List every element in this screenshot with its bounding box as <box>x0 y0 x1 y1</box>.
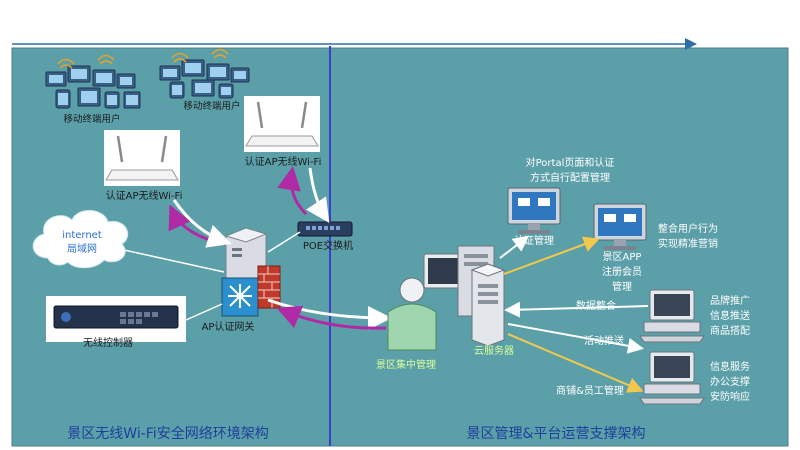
mobile-users-label-2: 移动终端用户 <box>183 100 240 112</box>
mgmt-to-gateway-arrow <box>276 305 387 330</box>
gateway-switch-link <box>267 231 301 253</box>
wifi-router-icon <box>104 130 180 186</box>
mobile-users-label-1: 移动终端用户 <box>63 113 120 125</box>
info-line3: 安防响应 <box>710 390 750 403</box>
wifi-to-switch-arrow <box>306 167 330 223</box>
internet-label: internet <box>62 230 102 241</box>
server-to-app-arrow <box>503 236 600 275</box>
app-label-line2: 注册会员 <box>602 265 642 278</box>
info-line2: 办公支撑 <box>710 375 750 388</box>
server-to-auth-arrow <box>499 235 530 259</box>
desktop-computer-icon <box>639 351 705 405</box>
mobile-devices-icon <box>45 54 141 109</box>
data-integration-label: 数据整合 <box>576 299 616 312</box>
left-footer-title: 景区无线Wi-Fi安全网络环境架构 <box>67 425 268 442</box>
behavior-line2: 实现精准营销 <box>658 237 718 250</box>
gateway-server-icon <box>224 227 268 291</box>
cloud-gateway-link <box>123 249 225 273</box>
app-monitor-icon <box>593 203 647 250</box>
poe-switch-icon <box>297 221 353 237</box>
activity-push-arrow <box>507 323 644 354</box>
activity-push-label: 活动推送 <box>584 334 624 347</box>
behavior-line1: 整合用户行为 <box>658 222 718 235</box>
portal-config-line2: 方式自行配置管理 <box>530 171 610 184</box>
ap-wifi-label-top: 认证AP无线Wi-Fi <box>245 155 322 168</box>
auth-mgmt-label: 认证管理 <box>514 234 554 247</box>
mobile-devices-icon <box>159 48 250 99</box>
right-footer-title: 景区管理&平台运营支撑架构 <box>467 426 646 442</box>
lan-label: 局域网 <box>67 242 97 255</box>
portal-config-line1: 对Portal页面和认证 <box>526 156 615 169</box>
wifi-router-icon <box>244 96 320 152</box>
brand-line3: 商品搭配 <box>710 324 750 337</box>
central-mgmt-label: 景区集中管理 <box>376 358 436 371</box>
cloud-server-icon <box>470 263 506 347</box>
data-integration-arrow <box>504 301 649 318</box>
shop-staff-arrow <box>507 333 644 393</box>
wireless-controller-label: 无线控制器 <box>83 336 133 349</box>
brand-line1: 品牌推广 <box>710 294 750 307</box>
desktop-computer-icon <box>639 289 705 343</box>
internet-cloud-icon <box>32 210 129 269</box>
firewall-icon <box>257 265 281 309</box>
core-switch-icon <box>221 277 259 317</box>
app-label-line3: 管理 <box>612 280 632 293</box>
shop-staff-label: 商铺&员工管理 <box>556 384 624 397</box>
brand-line2: 信息推送 <box>710 309 750 322</box>
ap-to-gateway-arrow <box>172 199 232 248</box>
gateway-to-mgmt-arrow <box>267 298 392 330</box>
cloud-server-label: 云服务器 <box>474 344 514 357</box>
wireless-controller-icon <box>46 296 186 342</box>
switch-to-wifi-arrow <box>277 166 308 216</box>
controller-gateway-link <box>185 303 223 321</box>
info-line1: 信息服务 <box>710 360 750 373</box>
auth-monitor-icon <box>507 187 561 234</box>
poe-switch-label: POE交换机 <box>303 239 353 252</box>
ap-gateway-label: AP认证网关 <box>202 320 255 333</box>
ap-wifi-label-left: 认证AP无线Wi-Fi <box>106 189 183 202</box>
app-label-line1: 景区APP <box>603 251 642 263</box>
